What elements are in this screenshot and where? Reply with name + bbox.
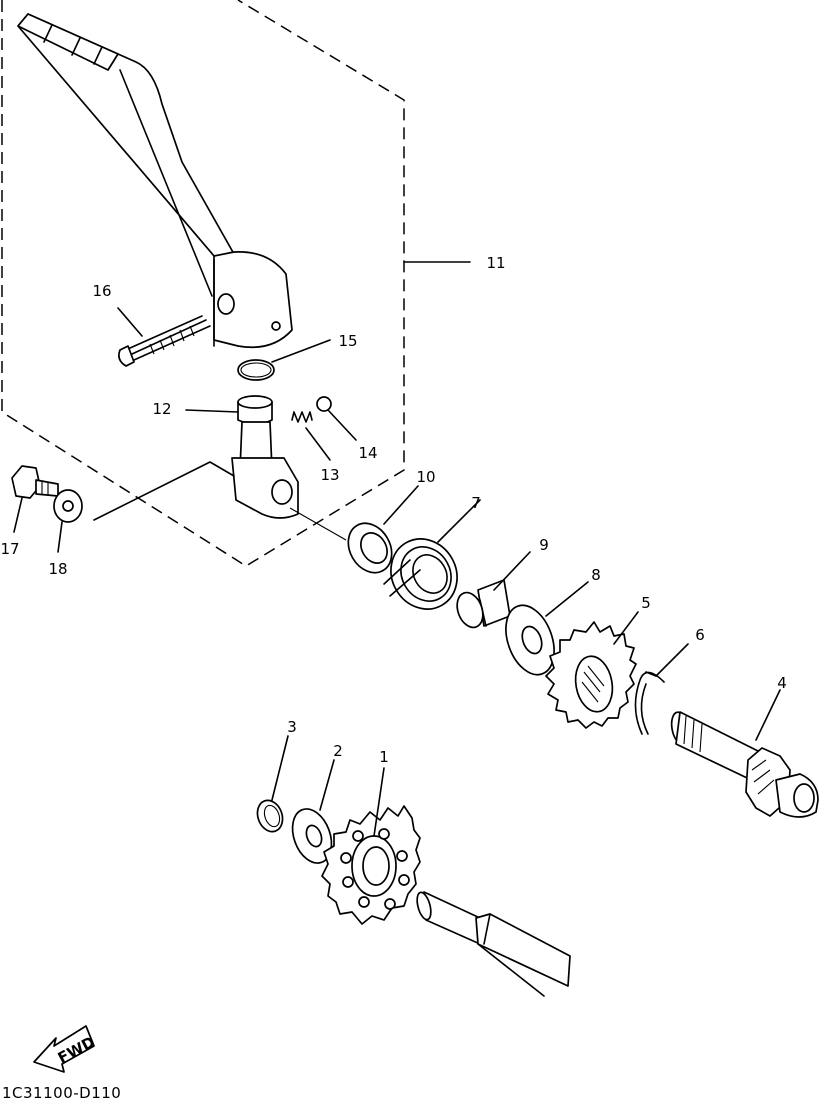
assembly-11-boundary — [1, 0, 405, 567]
callout-3: 3 — [287, 718, 297, 736]
part-6-circlip — [634, 643, 689, 735]
part-7-torsion-spring — [383, 499, 481, 610]
callout-11: 11 — [486, 254, 505, 272]
callout-13: 13 — [320, 466, 339, 484]
part-12-kick-pivot — [185, 395, 299, 519]
callout-8: 8 — [591, 566, 601, 584]
callout-5: 5 — [641, 594, 651, 612]
callout-4: 4 — [777, 674, 787, 692]
leader-7 — [437, 499, 481, 543]
part-18-washer — [53, 489, 83, 553]
part-14-ball — [316, 396, 357, 441]
leader-11-to-bolt — [93, 461, 235, 521]
leader-6 — [655, 643, 689, 677]
kick-crank-lever — [17, 13, 293, 349]
diagram-code: 1C31100-D110 — [2, 1084, 121, 1102]
leader-3 — [271, 735, 289, 801]
part-13-spring — [291, 411, 331, 461]
callout-15: 15 — [338, 332, 357, 350]
leader-5 — [613, 611, 639, 645]
callout-7: 7 — [471, 494, 481, 512]
callout-2: 2 — [333, 742, 343, 760]
shaft-axis — [289, 507, 347, 541]
callout-10: 10 — [416, 468, 435, 486]
callout-6: 6 — [695, 626, 705, 644]
part-5-kick-gear — [545, 611, 639, 729]
part-3-circlip — [256, 735, 289, 833]
leader-10 — [383, 485, 419, 525]
callout-17: 17 — [0, 540, 19, 558]
part-10-oil-seal — [347, 485, 419, 574]
callout-14: 14 — [358, 444, 377, 462]
callout-9: 9 — [539, 536, 549, 554]
leader-8 — [545, 581, 589, 617]
countershaft — [416, 891, 571, 997]
part-2-washer — [291, 759, 335, 864]
leader-15 — [271, 339, 331, 363]
leader-13 — [305, 427, 331, 461]
part-16-screw — [117, 307, 211, 367]
part-9-collar — [456, 551, 531, 629]
leader-12 — [185, 409, 239, 413]
part-4-kick-axle — [670, 689, 819, 818]
callout-18: 18 — [48, 560, 67, 578]
leader-17 — [13, 497, 23, 533]
part-8-washer — [505, 581, 589, 676]
leader-9 — [493, 551, 531, 591]
leader-1 — [373, 767, 385, 837]
leader-14 — [327, 409, 357, 441]
callout-16: 16 — [92, 282, 111, 300]
callout-12: 12 — [152, 400, 171, 418]
part-15-o-ring — [237, 339, 331, 381]
part-1-idle-gear — [321, 767, 421, 925]
leader-2 — [319, 759, 335, 811]
callout-1: 1 — [379, 748, 389, 766]
leader-16 — [117, 307, 143, 337]
fwd-arrow-icon: FWD — [33, 1025, 98, 1073]
leader-18 — [57, 521, 63, 553]
part-17-bolt — [11, 465, 59, 533]
leader-4 — [755, 689, 781, 741]
